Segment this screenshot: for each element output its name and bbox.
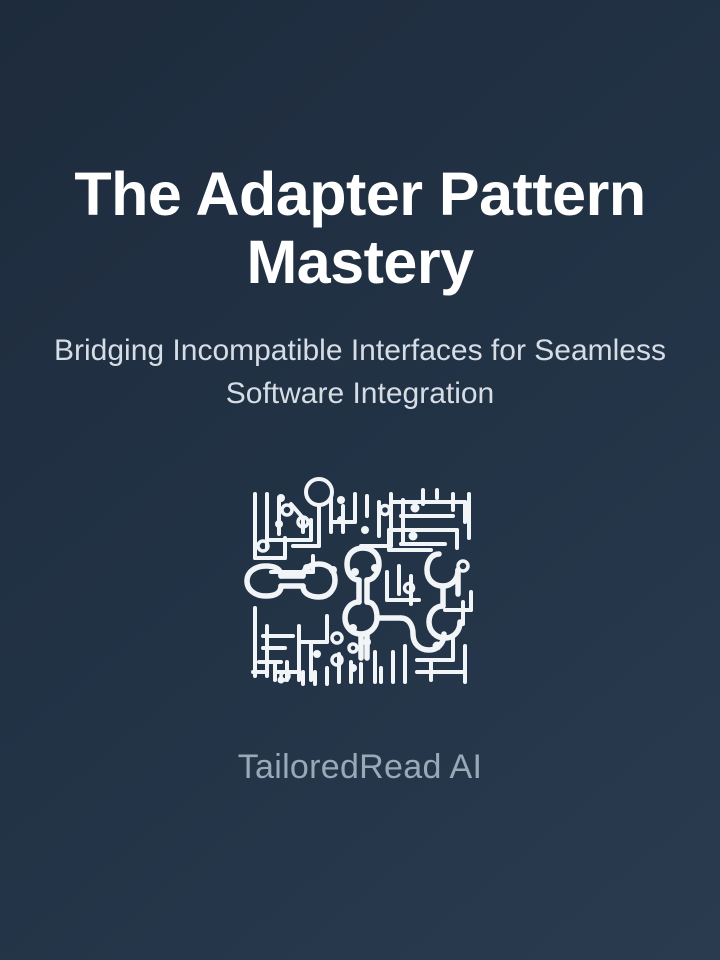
subtitle-block: Bridging Incompatible Interfaces for Sea… [0,330,720,415]
page-title: The Adapter Pattern Mastery [74,160,646,297]
publisher-name: TailoredRead AI [237,748,483,786]
cover-subtitle: Bridging Incompatible Interfaces for Sea… [54,334,666,410]
circuit-puzzle-artwork [244,477,473,686]
circuit-puzzle-piece-icon [241,476,479,692]
title-block: The Adapter Pattern Mastery [0,160,720,297]
publisher-block: TailoredRead AI [0,748,720,787]
